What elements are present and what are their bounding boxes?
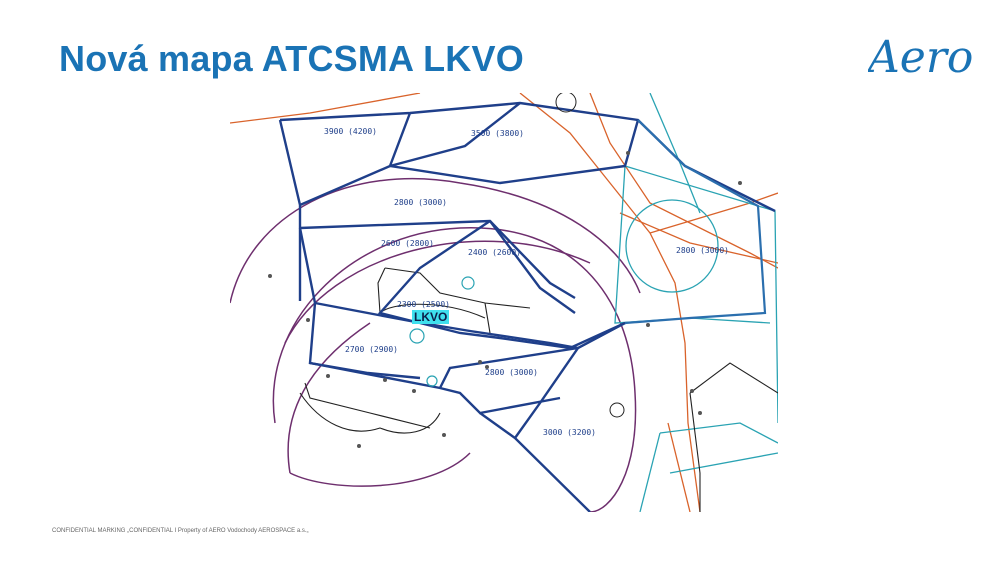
sector-label-3500: 3500 (3800) bbox=[471, 129, 524, 138]
slide-title: Nová mapa ATCSMA LKVO bbox=[59, 38, 524, 79]
sector-boundaries bbox=[278, 101, 776, 512]
black-lines bbox=[299, 267, 778, 512]
sector-label-3900: 3900 (4200) bbox=[324, 127, 377, 136]
aero-logo: Aero bbox=[868, 32, 972, 83]
sector-label-3000: 3000 (3200) bbox=[543, 428, 596, 437]
sector-label-2800-north: 2800 (3000) bbox=[394, 198, 447, 207]
sector-label-2700: 2700 (2900) bbox=[345, 345, 398, 354]
orange-routes bbox=[230, 93, 778, 512]
east-boundaries bbox=[624, 119, 767, 325]
sector-label-2600: 2600 (2800) bbox=[381, 239, 434, 248]
sector-labels: 3900 (4200) 3500 (3800) 2800 (3000) 2600… bbox=[324, 127, 729, 437]
atcsma-map: 3900 (4200) 3500 (3800) 2800 (3000) 2600… bbox=[230, 93, 778, 512]
airport-circles bbox=[409, 276, 475, 387]
sector-label-2800-east: 2800 (3000) bbox=[676, 246, 729, 255]
svg-text:Aero: Aero bbox=[868, 32, 972, 83]
navaid-circles bbox=[555, 93, 625, 418]
sector-label-2300: 2300 (2500) bbox=[397, 300, 450, 309]
sector-label-2800-south: 2800 (3000) bbox=[485, 368, 538, 377]
sector-label-2400: 2400 (2600) bbox=[468, 248, 521, 257]
confidential-footer: CONFIDENTIAL MARKING „CONFIDENTIAL I Pro… bbox=[52, 528, 309, 534]
airport-label-lkvo: LKVO bbox=[412, 310, 450, 324]
reference-dots bbox=[268, 151, 742, 448]
teal-routes bbox=[614, 93, 778, 512]
airspace-arcs bbox=[230, 177, 641, 512]
